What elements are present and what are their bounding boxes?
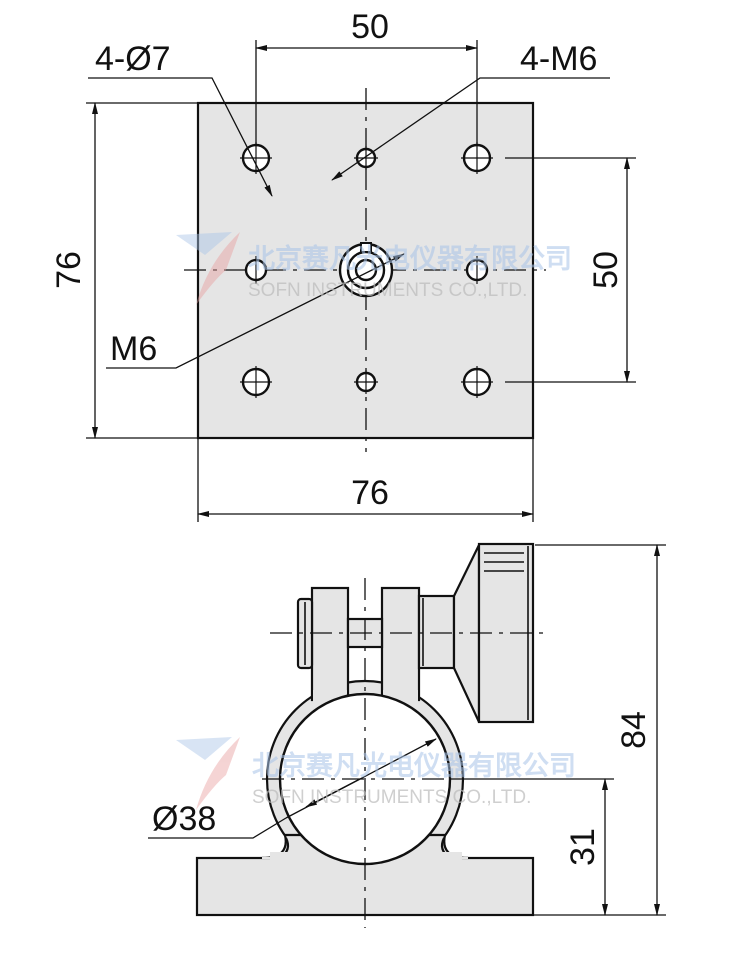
leader-4-m6: 4-M6 [331, 40, 610, 181]
svg-text:76: 76 [351, 474, 389, 512]
svg-text:50: 50 [351, 8, 389, 46]
side-view: 84 31 Ø38 [148, 542, 666, 928]
leader-m6: M6 [106, 253, 405, 369]
svg-text:50: 50 [587, 251, 625, 289]
watermark-logo: 北京赛凡光电仪器有限公司 SOFN INSTRUMENTS CO.,LTD. 北… [176, 232, 576, 810]
center-hole [338, 242, 394, 298]
dim-right-50: 50 [505, 157, 636, 383]
svg-text:4-Ø7: 4-Ø7 [95, 40, 171, 78]
dim-left-76: 76 [50, 102, 198, 439]
clamp-arm-left [310, 586, 350, 702]
svg-text:Ø38: Ø38 [152, 800, 216, 838]
leader-4-d7: 4-Ø7 [88, 40, 273, 197]
svg-text:84: 84 [615, 711, 653, 749]
svg-text:北京赛凡光电仪器有限公司: 北京赛凡光电仪器有限公司 [252, 750, 576, 782]
svg-text:4-M6: 4-M6 [520, 40, 597, 78]
knob-collar [417, 594, 456, 670]
svg-text:北京赛凡光电仪器有限公司: 北京赛凡光电仪器有限公司 [248, 243, 572, 275]
svg-text:SOFN INSTRUMENTS CO.,LTD.: SOFN INSTRUMENTS CO.,LTD. [252, 787, 531, 808]
dim-top-50: 50 [255, 8, 478, 145]
dim-bore-d38: Ø38 [148, 738, 437, 839]
clamp-arm-right [380, 586, 421, 702]
svg-text:SOFN INSTRUMENTS CO.,LTD.: SOFN INSTRUMENTS CO.,LTD. [248, 280, 527, 301]
top-view: 50 76 50 76 4-Ø7 4-M6 [50, 8, 636, 522]
dim-84: 84 [533, 544, 666, 916]
svg-text:M6: M6 [110, 330, 157, 368]
svg-text:31: 31 [564, 828, 602, 866]
dim-bottom-76: 76 [197, 438, 534, 522]
svg-text:76: 76 [50, 251, 88, 289]
dim-31: 31 [455, 778, 614, 916]
